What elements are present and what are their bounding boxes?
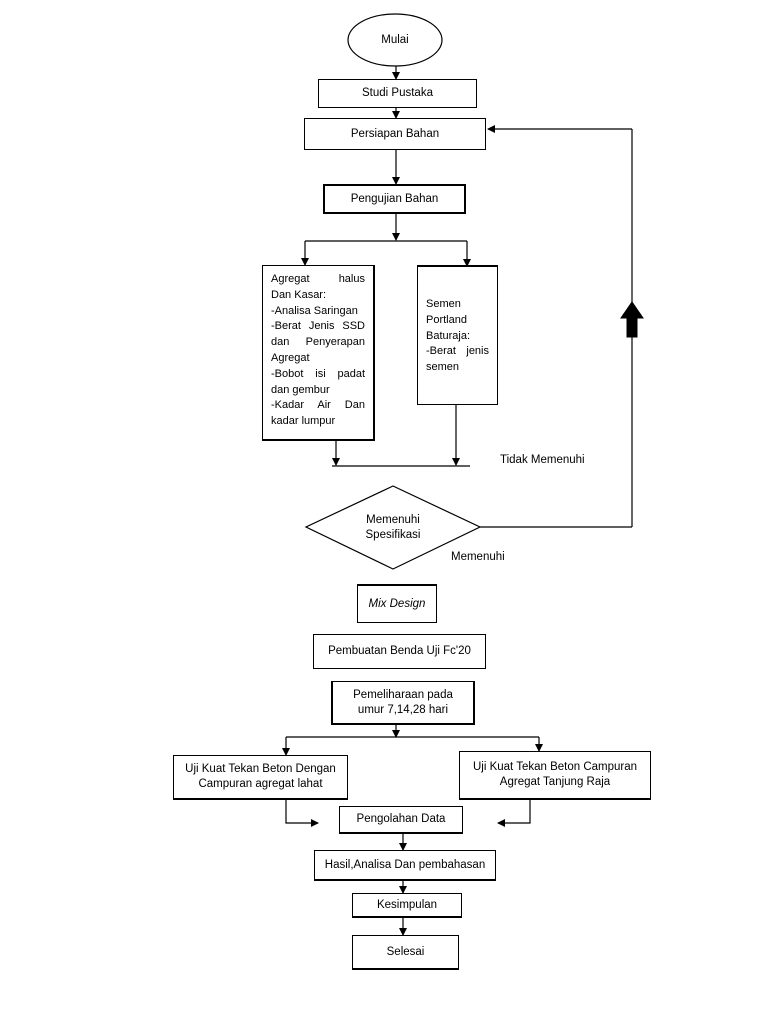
box-semen: Semen Portland Baturaja: -Berat jenis se…: [417, 265, 498, 405]
agregat-line: -Berat Jenis SSD: [271, 320, 365, 333]
box-mix-design: Mix Design: [357, 584, 437, 623]
decision-diamond: [304, 485, 482, 570]
selesai-label: Selesai: [386, 945, 425, 958]
decision-line1: Memenuhi: [366, 514, 420, 526]
agregat-line: Agregat halus: [271, 273, 365, 285]
agregat-line: Agregat: [271, 351, 310, 364]
box-pengolahan: Pengolahan Data: [339, 806, 463, 834]
persiapan-label: Persiapan Bahan: [350, 127, 440, 140]
mix-design-label: Mix Design: [368, 597, 426, 610]
semen-line: Baturaja:: [426, 329, 471, 342]
box-studi-pustaka: Studi Pustaka: [318, 79, 477, 108]
uji-lahat-line2: Campuran agregat lahat: [198, 778, 323, 790]
memenuhi-label: Memenuhi: [451, 551, 505, 563]
agregat-line: kadar lumpur: [271, 415, 336, 428]
uji-tanjung-line2: Agregat Tanjung Raja: [499, 776, 611, 788]
box-selesai: Selesai: [352, 935, 459, 970]
uji-tanjung-line1: Uji Kuat Tekan Beton Campuran: [472, 761, 638, 773]
semen-line: Semen: [426, 298, 461, 310]
thick-up-arrow: [620, 301, 644, 338]
start-label: Mulai: [381, 34, 409, 46]
box-pembuatan: Pembuatan Benda Uji Fc'20: [313, 634, 486, 669]
pengolahan-label: Pengolahan Data: [356, 813, 446, 825]
box-pengujian-bahan: Pengujian Bahan: [323, 184, 466, 214]
agregat-line: dan Penyerapan: [271, 336, 365, 349]
box-persiapan-bahan: Persiapan Bahan: [304, 118, 486, 150]
arrow-tanjung-pengolahan: [497, 800, 531, 827]
pemeliharaan-line2: umur 7,14,28 hari: [357, 703, 449, 716]
tidak-memenuhi-label: Tidak Memenuhi: [500, 454, 585, 466]
box-hasil: Hasil,Analisa Dan pembahasan: [314, 850, 496, 881]
pembuatan-label: Pembuatan Benda Uji Fc'20: [328, 645, 471, 657]
semen-line: semen: [426, 361, 460, 374]
agregat-line: dan gembur: [271, 383, 330, 396]
semen-line: Portland: [426, 313, 467, 326]
decision-line2: Spesifikasi: [365, 529, 421, 541]
agregat-line: -Bobot isi padat: [271, 367, 365, 380]
decision-label: Memenuhi Spesifikasi: [333, 513, 453, 543]
pemeliharaan-line1: Pemeliharaan pada: [353, 688, 453, 701]
studi-label: Studi Pustaka: [362, 87, 433, 99]
start-ellipse: [347, 13, 443, 67]
agregat-line: -Analisa Saringan: [271, 304, 358, 317]
box-kesimpulan: Kesimpulan: [352, 893, 462, 918]
uji-lahat-line1: Uji Kuat Tekan Beton Dengan: [185, 763, 336, 775]
agregat-line: Dan Kasar:: [271, 288, 327, 301]
arrow-lahat-pengolahan: [285, 800, 319, 827]
kesimpulan-label: Kesimpulan: [376, 898, 438, 911]
box-uji-lahat: Uji Kuat Tekan Beton Dengan Campuran agr…: [173, 755, 348, 800]
box-pemeliharaan: Pemeliharaan pada umur 7,14,28 hari: [331, 681, 475, 725]
agregat-line: -Kadar Air Dan: [271, 399, 365, 412]
box-uji-tanjung: Uji Kuat Tekan Beton Campuran Agregat Ta…: [459, 751, 651, 800]
hasil-label: Hasil,Analisa Dan pembahasan: [324, 858, 486, 871]
box-agregat: Agregat halus Dan Kasar: -Analisa Saring…: [262, 265, 375, 441]
pengujian-label: Pengujian Bahan: [350, 192, 439, 205]
semen-line: -Berat jenis: [426, 345, 489, 358]
